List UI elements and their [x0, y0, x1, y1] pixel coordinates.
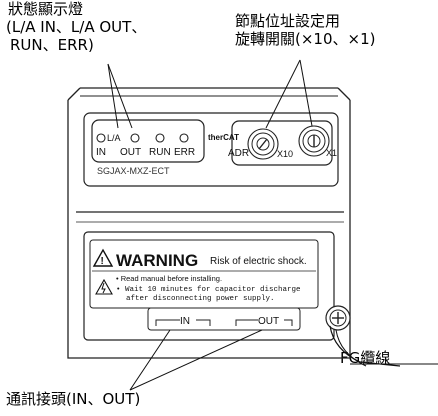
brand-label: therCAT: [208, 133, 239, 142]
electric-shock-icon: [95, 278, 113, 295]
x1-label: X1: [326, 148, 337, 158]
led-label-in: IN: [96, 147, 106, 158]
port-in-bracket: [155, 319, 180, 326]
x10-label: X10: [277, 149, 293, 159]
node-switch-leader-2: [299, 59, 313, 127]
port-bracket: [147, 307, 301, 331]
node-switch-callout: 節點位址設定用 旋轉開關(×10、×1): [235, 12, 375, 48]
warning-title: WARNING: [116, 251, 198, 270]
comm-leader-2: [129, 329, 263, 391]
fg-cable-line: [329, 325, 401, 367]
module-body-outline: [67, 100, 351, 359]
comm-leader-1: [129, 329, 171, 391]
led-la-out: [130, 133, 140, 143]
warning-line-1: • Read manual before installing.: [116, 274, 222, 283]
status-led-title: 狀態顯示燈: [8, 0, 84, 18]
rotary-switch-x10[interactable]: [247, 128, 279, 160]
fg-screw-icon: [325, 305, 351, 331]
rotary-switch-x1[interactable]: [298, 125, 330, 157]
status-led-subtitle-2: RUN、ERR): [10, 36, 94, 54]
status-led-subtitle-1: (L/A IN、L/A OUT、: [6, 18, 147, 36]
port-out-label: OUT: [258, 316, 279, 327]
port-in-label: IN: [180, 316, 190, 327]
model-text: SGJAX-MXZ-ECT: [97, 166, 170, 176]
status-led-callout: 狀態顯示燈 (L/A IN、L/A OUT、 RUN、ERR): [6, 0, 146, 54]
svg-text:!: !: [101, 256, 104, 267]
module-top-right-bevel: [337, 87, 351, 101]
upper-panel: [83, 112, 339, 187]
switch-group-box: [231, 120, 333, 166]
led-err: [179, 133, 189, 143]
led-label-err: ERR: [174, 147, 195, 158]
led-label-la: L/A: [107, 133, 121, 143]
fg-cable-callout: FG纜線: [340, 349, 391, 367]
warning-line-3: after disconnecting power supply.: [126, 295, 275, 303]
module-top-left-bevel: [67, 87, 81, 101]
comm-connector-callout: 通訊接頭(IN、OUT): [6, 390, 141, 408]
led-la-in: [96, 133, 106, 143]
status-led-leader-1: [107, 63, 119, 129]
led-label-run: RUN: [149, 147, 171, 158]
adr-label: ADR: [228, 148, 249, 159]
led-run: [155, 133, 165, 143]
led-group-box: [91, 119, 205, 163]
status-led-leader-2: [107, 63, 133, 129]
warning-triangle-icon: [92, 248, 114, 267]
node-switch-title: 節點位址設定用: [235, 12, 341, 30]
port-out-bracket: [235, 319, 258, 326]
warning-line-2: • Wait 10 minutes for capacitor discharg…: [116, 286, 301, 294]
lower-panel: [83, 231, 335, 341]
node-switch-subtitle: 旋轉開關(×10、×1): [235, 30, 376, 48]
warning-risk: Risk of electric shock.: [210, 256, 307, 267]
node-switch-leader-1: [265, 59, 301, 129]
led-label-out: OUT: [120, 147, 141, 158]
